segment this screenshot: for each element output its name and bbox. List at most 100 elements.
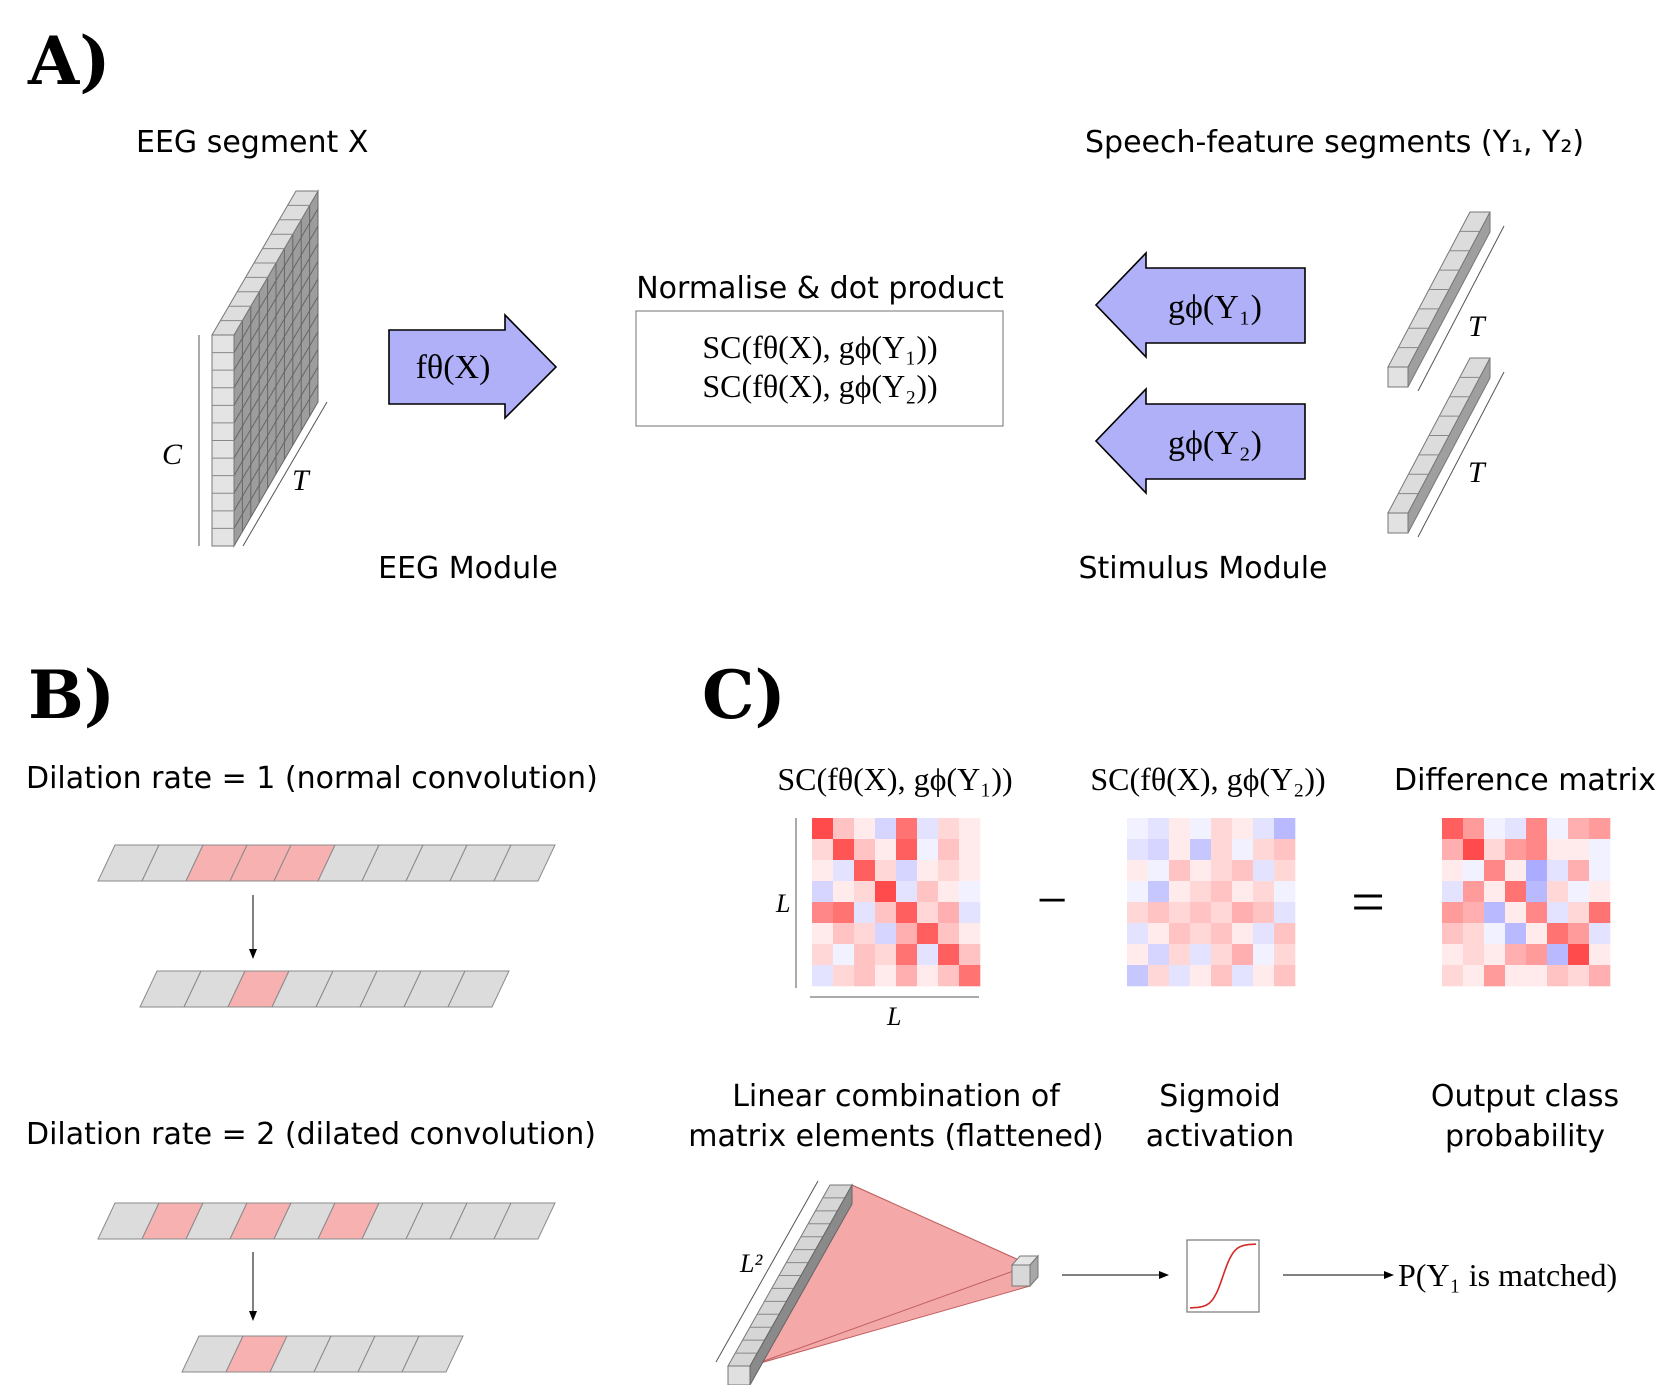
matrix-cell bbox=[959, 881, 981, 903]
speech-2-dim-t: T bbox=[1468, 456, 1487, 489]
matrix-cell bbox=[1484, 965, 1506, 987]
matrix-cell bbox=[1589, 944, 1611, 966]
conv-cell bbox=[493, 844, 556, 882]
matrix-cell bbox=[1505, 839, 1527, 861]
matrix-cell bbox=[1169, 881, 1191, 903]
matrix-cell bbox=[938, 839, 960, 861]
matrix-cell bbox=[1547, 860, 1569, 882]
matrix-cell bbox=[1232, 839, 1254, 861]
matrix-cell bbox=[959, 944, 981, 966]
speech-segment-2 bbox=[1387, 357, 1505, 538]
panel-b-label: B) bbox=[28, 656, 115, 734]
matrix-cell bbox=[917, 860, 939, 882]
conv-cell bbox=[493, 1202, 556, 1240]
matrix-cell bbox=[875, 881, 897, 903]
matrix-cell bbox=[1484, 881, 1506, 903]
speech-segments-label: Speech-feature segments (Y₁, Y₂) bbox=[1085, 125, 1584, 160]
sigmoid-label-2: activation bbox=[1146, 1119, 1295, 1154]
matrix-cell bbox=[1463, 965, 1485, 987]
matrix-cell bbox=[833, 860, 855, 882]
matrix-cell bbox=[1526, 839, 1548, 861]
matrix-cell bbox=[1568, 881, 1590, 903]
minus-sign: − bbox=[1037, 870, 1067, 930]
matrix-cell bbox=[1526, 860, 1548, 882]
matrix-cell bbox=[1505, 818, 1527, 840]
matrix-cell bbox=[1148, 881, 1170, 903]
similarity-matrix-1 bbox=[812, 818, 981, 987]
matrix-cell bbox=[1169, 902, 1191, 924]
eeg-block-grid bbox=[233, 205, 319, 532]
matrix-cell bbox=[1547, 839, 1569, 861]
eeg-block-front-cells bbox=[212, 352, 234, 529]
panel-c-label: C) bbox=[702, 656, 786, 734]
matrix-cell bbox=[896, 923, 918, 945]
stimulus-arrow-2 bbox=[1094, 387, 1306, 495]
matrix-cell bbox=[833, 944, 855, 966]
matrix-cell bbox=[1463, 923, 1485, 945]
matrix-cell bbox=[1484, 818, 1506, 840]
matrix-cell bbox=[1589, 860, 1611, 882]
dilation-1-label: Dilation rate = 1 (normal convolution) bbox=[26, 761, 598, 796]
linear-label-2: matrix elements (flattened) bbox=[688, 1119, 1103, 1154]
matrix-cell bbox=[854, 818, 876, 840]
matrix-cell bbox=[1526, 944, 1548, 966]
matrix-cell bbox=[1190, 860, 1212, 882]
speech-1-dim-t: T bbox=[1468, 310, 1487, 343]
matrix-cell bbox=[917, 923, 939, 945]
matrix-cell bbox=[812, 944, 834, 966]
matrix-cell bbox=[875, 818, 897, 840]
matrix-cell bbox=[1589, 881, 1611, 903]
matrix-cell bbox=[833, 818, 855, 840]
matrix-cell bbox=[875, 902, 897, 924]
matrix-cell bbox=[1526, 923, 1548, 945]
matrix-cell bbox=[1253, 923, 1275, 945]
matrix-cell bbox=[1190, 923, 1212, 945]
score-box bbox=[635, 310, 1004, 427]
matrix-cell bbox=[1232, 944, 1254, 966]
matrix-cell bbox=[1442, 944, 1464, 966]
matrix-cell bbox=[1463, 839, 1485, 861]
matrix-cell bbox=[1274, 860, 1296, 882]
matrix-cell bbox=[1526, 902, 1548, 924]
matrix-cell bbox=[1127, 923, 1149, 945]
matrix-cell bbox=[917, 818, 939, 840]
matrix-cell bbox=[1505, 944, 1527, 966]
matrix-cell bbox=[875, 923, 897, 945]
matrix-cell bbox=[1274, 965, 1296, 987]
matrix-cell bbox=[917, 881, 939, 903]
eeg-module-arrow bbox=[388, 313, 558, 420]
matrix-cell bbox=[1127, 860, 1149, 882]
matrix-cell bbox=[917, 965, 939, 987]
matrix-cell bbox=[1253, 965, 1275, 987]
matrix-cell bbox=[1253, 839, 1275, 861]
speech-segment-1 bbox=[1387, 211, 1505, 392]
matrix-cell bbox=[938, 923, 960, 945]
matrix-cell bbox=[1274, 818, 1296, 840]
matrix-cell bbox=[938, 860, 960, 882]
matrix-cell bbox=[1568, 839, 1590, 861]
matrix-cell bbox=[1232, 923, 1254, 945]
matrix-cell bbox=[938, 965, 960, 987]
matrix-cell bbox=[1463, 860, 1485, 882]
matrix-cell bbox=[1547, 902, 1569, 924]
conv-row-output-dilated bbox=[181, 1335, 464, 1373]
output-label-1: Output class bbox=[1431, 1079, 1619, 1114]
matrix-cell bbox=[875, 944, 897, 966]
matrix-cell bbox=[1442, 839, 1464, 861]
matrix-dim-l-horizontal: L bbox=[886, 1002, 901, 1031]
matrix-cell bbox=[1505, 902, 1527, 924]
matrix-cell bbox=[812, 818, 834, 840]
matrix-cell bbox=[854, 839, 876, 861]
matrix-cell bbox=[938, 902, 960, 924]
matrix-cell bbox=[1232, 818, 1254, 840]
matrix-cell bbox=[1169, 860, 1191, 882]
matrix-cell bbox=[1568, 902, 1590, 924]
matrix-cell bbox=[1169, 818, 1191, 840]
matrix-cell bbox=[1526, 881, 1548, 903]
matrix-cell bbox=[1274, 881, 1296, 903]
matrix-cell bbox=[1148, 839, 1170, 861]
matrix-cell bbox=[1253, 860, 1275, 882]
matrix-cell bbox=[1148, 944, 1170, 966]
matrix-cell bbox=[1484, 902, 1506, 924]
